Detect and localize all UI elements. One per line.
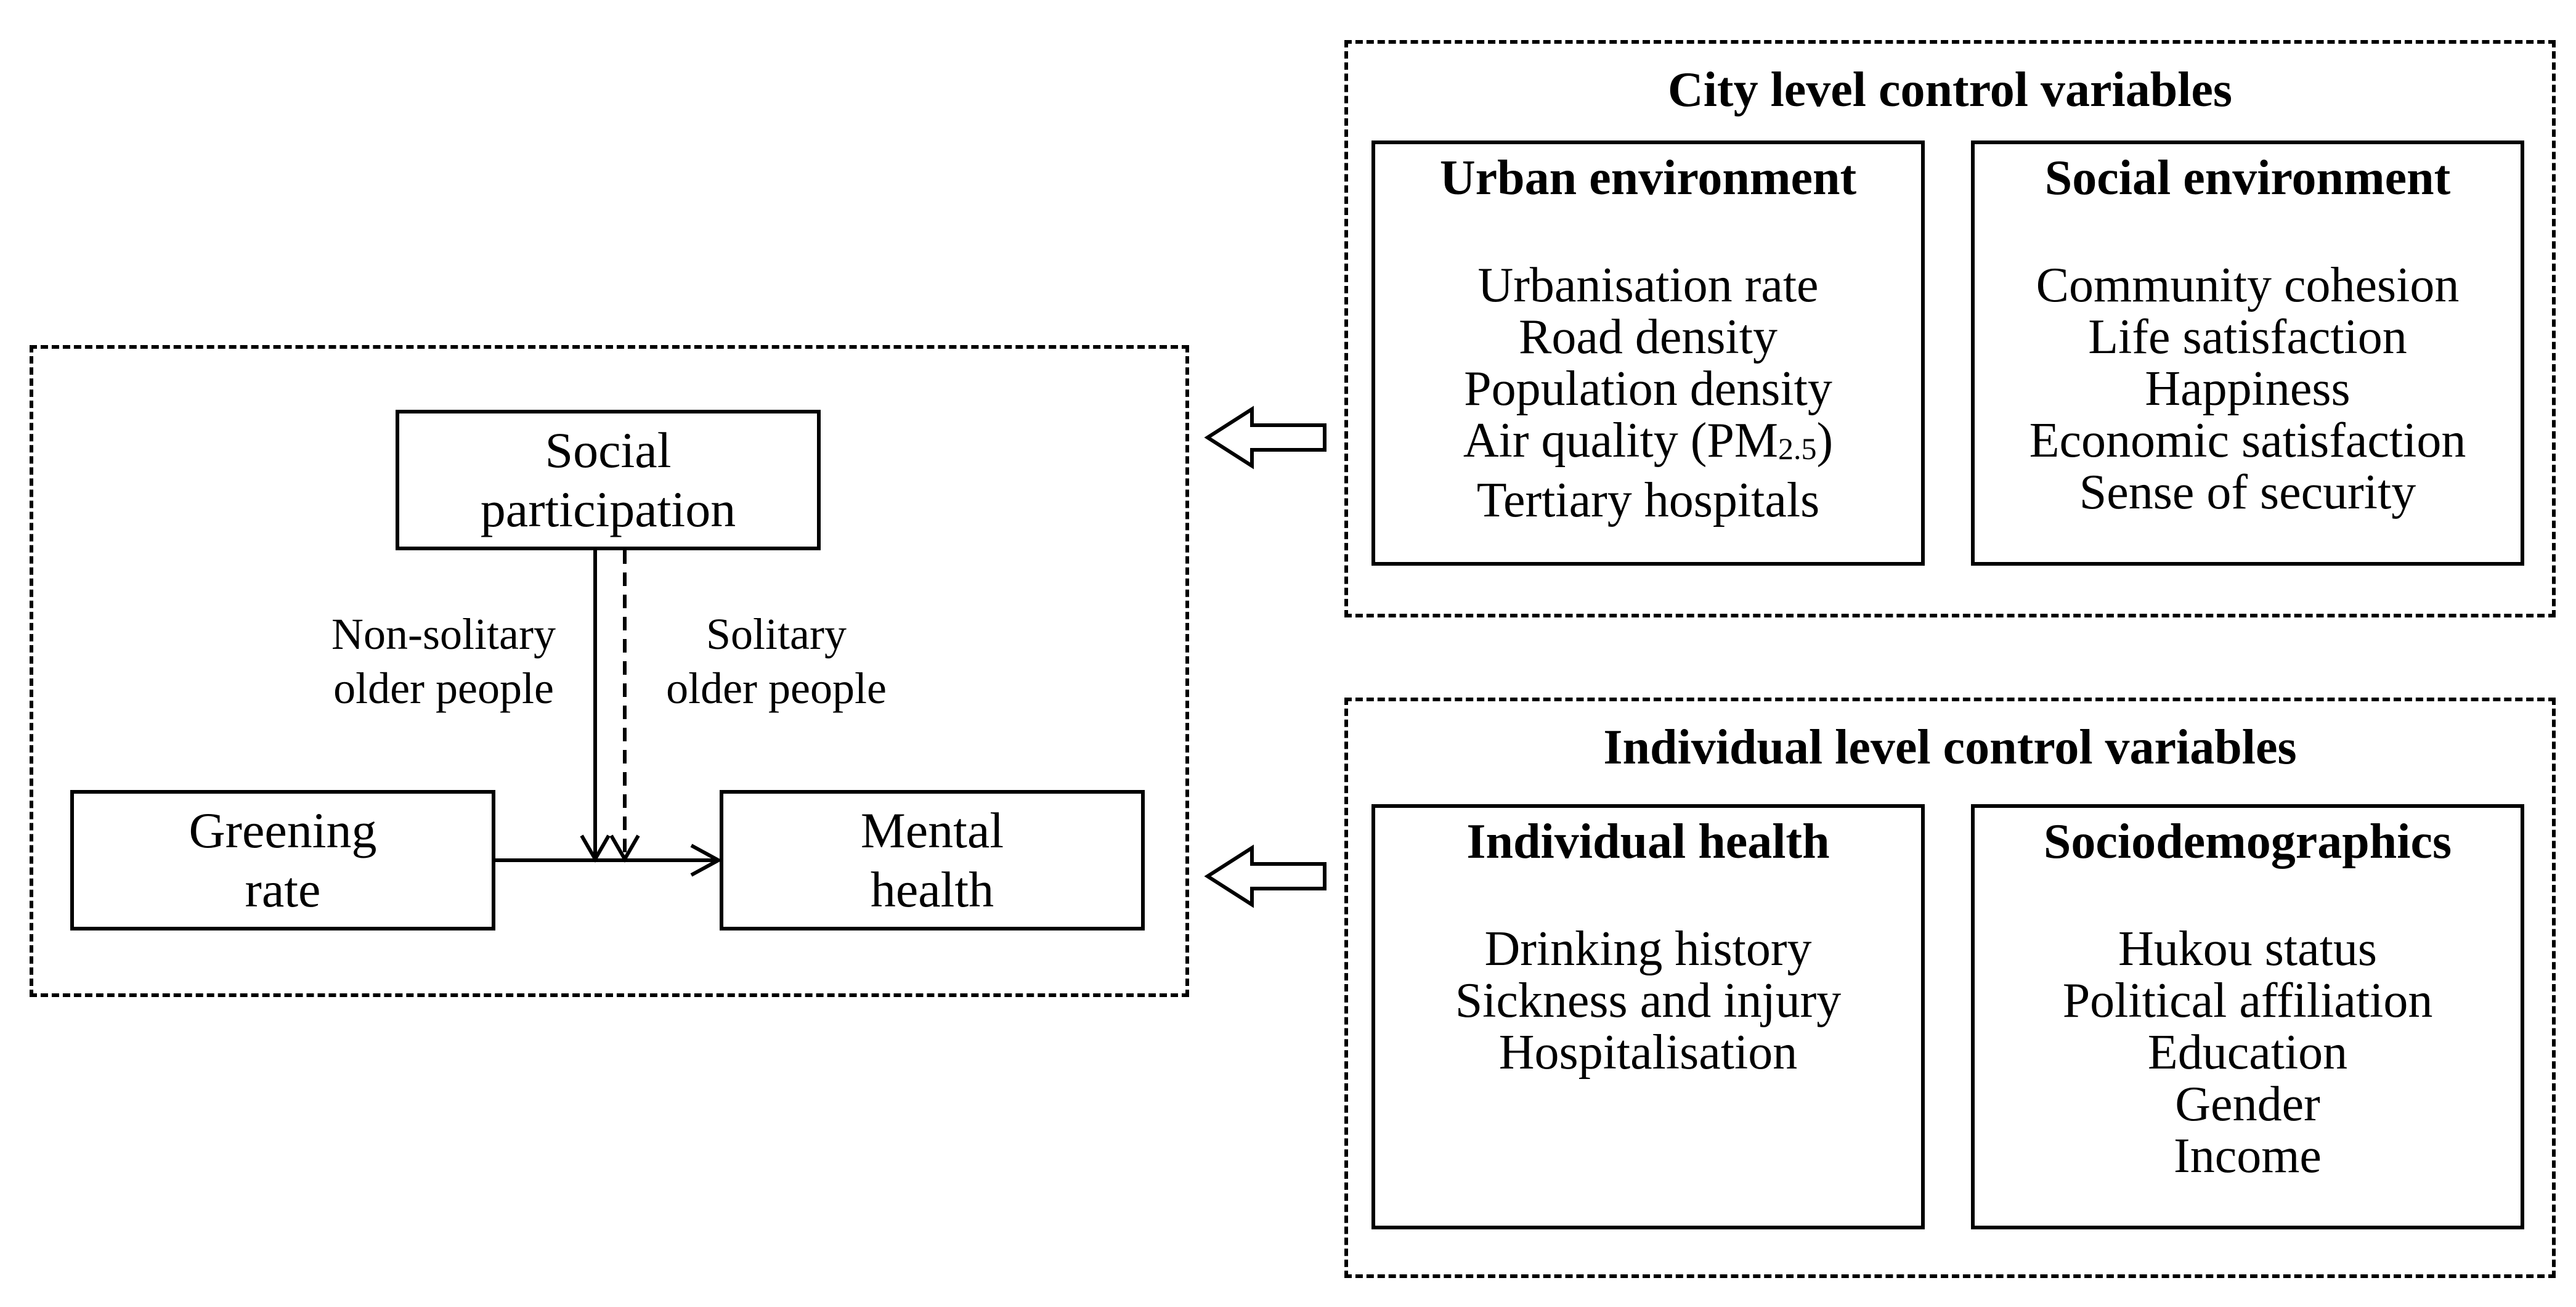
solitary-moderation-arrowhead [609,834,640,863]
greening-rate-node: Greening rate [70,790,495,930]
sociodemographics-title: Sociodemographics [2043,815,2452,869]
label-line: older people [666,664,887,713]
urban-item: Tertiary hospitals [1476,473,1820,527]
individual-level-control-arrow [1204,844,1327,908]
model-frame [30,345,1189,997]
air-quality-close: ) [1816,413,1834,468]
label-line: Non-solitary [331,609,556,659]
label-line: Solitary [706,609,847,659]
socio-item: Hukou status [2118,922,2377,976]
health-item: Hospitalisation [1498,1025,1798,1080]
individual-level-frame: Individual level control variables [1344,698,2556,1278]
health-item: Drinking history [1484,922,1812,976]
social-item: Life satisfaction [2088,310,2407,364]
city-level-frame: City level control variables [1344,40,2556,617]
urban-item-air-quality: Air quality (PM2.5) [1375,415,1921,474]
socio-item: Income [2174,1129,2322,1183]
social-environment-title: Social environment [2044,151,2451,205]
pm-subscript: 2.5 [1778,431,1817,466]
social-item: Happiness [2145,362,2350,416]
individual-health-box: Individual health Drinking history Sickn… [1371,804,1925,1229]
social-item: Economic satisfaction [2029,413,2466,468]
socio-item: Political affiliation [2062,974,2433,1028]
urban-environment-box: Urban environment Urbanisation rate Road… [1371,140,1925,566]
city-level-title: City level control variables [1667,63,2233,117]
node-line: Greening [189,802,377,858]
socio-item: Gender [2175,1077,2320,1131]
socio-item: Education [2147,1025,2348,1080]
non-solitary-moderation-arrowhead [580,834,611,863]
node-line: health [870,861,994,918]
mental-health-node: Mental health [720,790,1145,930]
health-item: Sickness and injury [1455,974,1842,1028]
air-quality-text: Air quality (PM [1463,413,1778,468]
node-line: rate [245,861,321,918]
social-item: Community cohesion [2036,258,2460,312]
urban-item: Urbanisation rate [1477,258,1819,312]
individual-health-title: Individual health [1466,815,1830,869]
node-line: participation [480,481,736,537]
label-line: older people [333,664,554,713]
sociodemographics-box: Sociodemographics Hukou status Political… [1971,804,2524,1229]
node-line: Mental [860,802,1004,858]
social-environment-box: Social environment Community cohesion Li… [1971,140,2524,566]
urban-item: Population density [1464,362,1832,416]
social-participation-node: Social participation [396,410,821,550]
non-solitary-label: Non-solitary older people [296,607,591,715]
individual-level-title: Individual level control variables [1603,720,2297,775]
solitary-label: Solitary older people [641,607,912,715]
greening-to-mental-arrowhead [690,844,723,877]
node-line: Social [545,422,672,478]
urban-item: Road density [1519,310,1778,364]
city-level-control-arrow [1204,405,1327,470]
urban-environment-title: Urban environment [1439,151,1857,205]
social-item: Sense of security [2079,465,2416,519]
